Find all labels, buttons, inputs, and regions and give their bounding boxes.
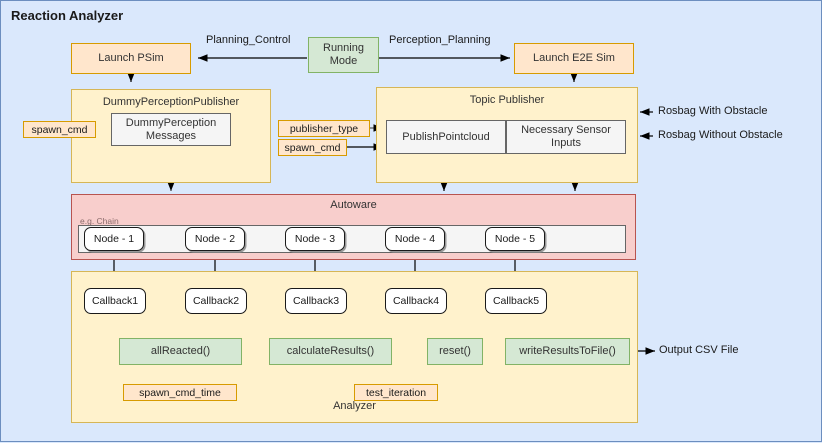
autoware-note: e.g. Chain: [80, 216, 119, 226]
dummy-perception-messages-box[interactable]: DummyPerception Messages: [111, 113, 231, 146]
node-box-3[interactable]: Node - 3: [285, 227, 345, 251]
dummy-perception-messages-line2: Messages: [145, 129, 197, 142]
param-spawn-cmd-time[interactable]: spawn_cmd_time: [123, 384, 237, 401]
dummy-perception-messages-line1: DummyPerception: [125, 116, 217, 129]
node-box-5[interactable]: Node - 5: [485, 227, 545, 251]
page-title: Reaction Analyzer: [11, 8, 124, 23]
node-box-2[interactable]: Node - 2: [185, 227, 245, 251]
necessary-sensor-inputs-box[interactable]: Necessary Sensor Inputs: [506, 120, 626, 154]
write-results-to-file-box[interactable]: writeResultsToFile(): [505, 338, 630, 365]
callback-box-3[interactable]: Callback3: [285, 288, 347, 314]
topic-publisher-title: Topic Publisher: [469, 94, 545, 106]
launch-e2e-sim-box[interactable]: Launch E2E Sim: [514, 43, 634, 74]
output-csv-file-label: Output CSV File: [659, 344, 739, 356]
param-publisher-type[interactable]: publisher_type: [278, 120, 370, 137]
callback-box-5[interactable]: Callback5: [485, 288, 547, 314]
autoware-title: Autoware: [330, 199, 377, 211]
launch-psim-box[interactable]: Launch PSim: [71, 43, 191, 74]
input-rosbag-without-obstacle: Rosbag Without Obstacle: [658, 129, 783, 141]
publish-pointcloud-box[interactable]: PublishPointcloud: [386, 120, 506, 154]
param-spawn-cmd-dummy[interactable]: spawn_cmd: [23, 121, 96, 138]
running-mode-line2: Mode: [329, 55, 358, 67]
calculate-results-box[interactable]: calculateResults(): [269, 338, 392, 365]
callback-box-1[interactable]: Callback1: [84, 288, 146, 314]
edge-label-planning-control: Planning_Control: [206, 34, 291, 46]
running-mode-line1: Running: [323, 42, 364, 55]
node-box-4[interactable]: Node - 4: [385, 227, 445, 251]
param-test-iteration[interactable]: test_iteration: [354, 384, 438, 401]
input-rosbag-with-obstacle: Rosbag With Obstacle: [658, 105, 768, 117]
node-box-1[interactable]: Node - 1: [84, 227, 144, 251]
necessary-sensor-inputs-line2: Inputs: [551, 137, 581, 149]
reset-box[interactable]: reset(): [427, 338, 483, 365]
callback-box-2[interactable]: Callback2: [185, 288, 247, 314]
param-spawn-cmd-topic[interactable]: spawn_cmd: [278, 139, 347, 156]
callback-box-4[interactable]: Callback4: [385, 288, 447, 314]
analyzer-title: Analyzer: [333, 400, 376, 412]
all-reacted-box[interactable]: allReacted(): [119, 338, 242, 365]
dummy-perception-publisher-title: DummyPerceptionPublisher: [102, 96, 240, 108]
edge-label-perception-planning: Perception_Planning: [389, 34, 491, 46]
running-mode-box[interactable]: Running Mode: [308, 37, 379, 73]
necessary-sensor-inputs-line1: Necessary Sensor: [521, 124, 611, 137]
